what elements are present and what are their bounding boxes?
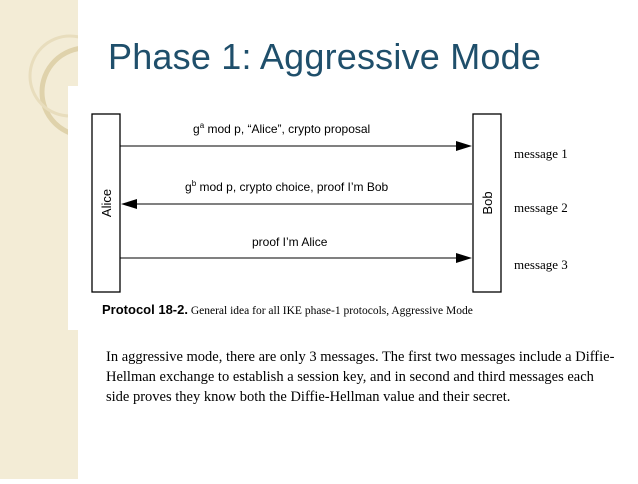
message-1-label: message 1 [514,146,568,161]
message-2-label: message 2 [514,200,568,215]
decorative-side-band [0,0,133,479]
slide-body-text: In aggressive mode, there are only 3 mes… [106,349,615,405]
message-3-content: proof I’m Alice [252,235,328,249]
message-3-arrowhead [456,253,472,263]
message-2-content: gb mod p, crypto choice, proof I’m Bob [185,179,389,194]
alice-box [91,113,121,293]
protocol-diagram: Alice Bob ga mod p, “Alice”, crypto prop… [68,86,616,330]
decorative-ring-icon [28,34,133,139]
caption-text: General idea for all IKE phase-1 protoco… [188,305,473,317]
alice-label: Alice [99,189,114,217]
message-1-arrowhead [456,141,472,151]
caption-label: Protocol 18-2. [102,302,188,317]
message-3-label: message 3 [514,257,568,272]
sequence-diagram: Alice Bob ga mod p, “Alice”, crypto prop… [91,113,568,317]
slide-title: Phase 1: Aggressive Mode [108,36,542,77]
figure-caption: Protocol 18-2. General idea for all IKE … [102,302,473,317]
message-1-content: ga mod p, “Alice”, crypto proposal [193,121,370,136]
bob-label: Bob [480,191,495,214]
bob-box [472,113,502,293]
message-2-arrowhead [121,199,137,209]
